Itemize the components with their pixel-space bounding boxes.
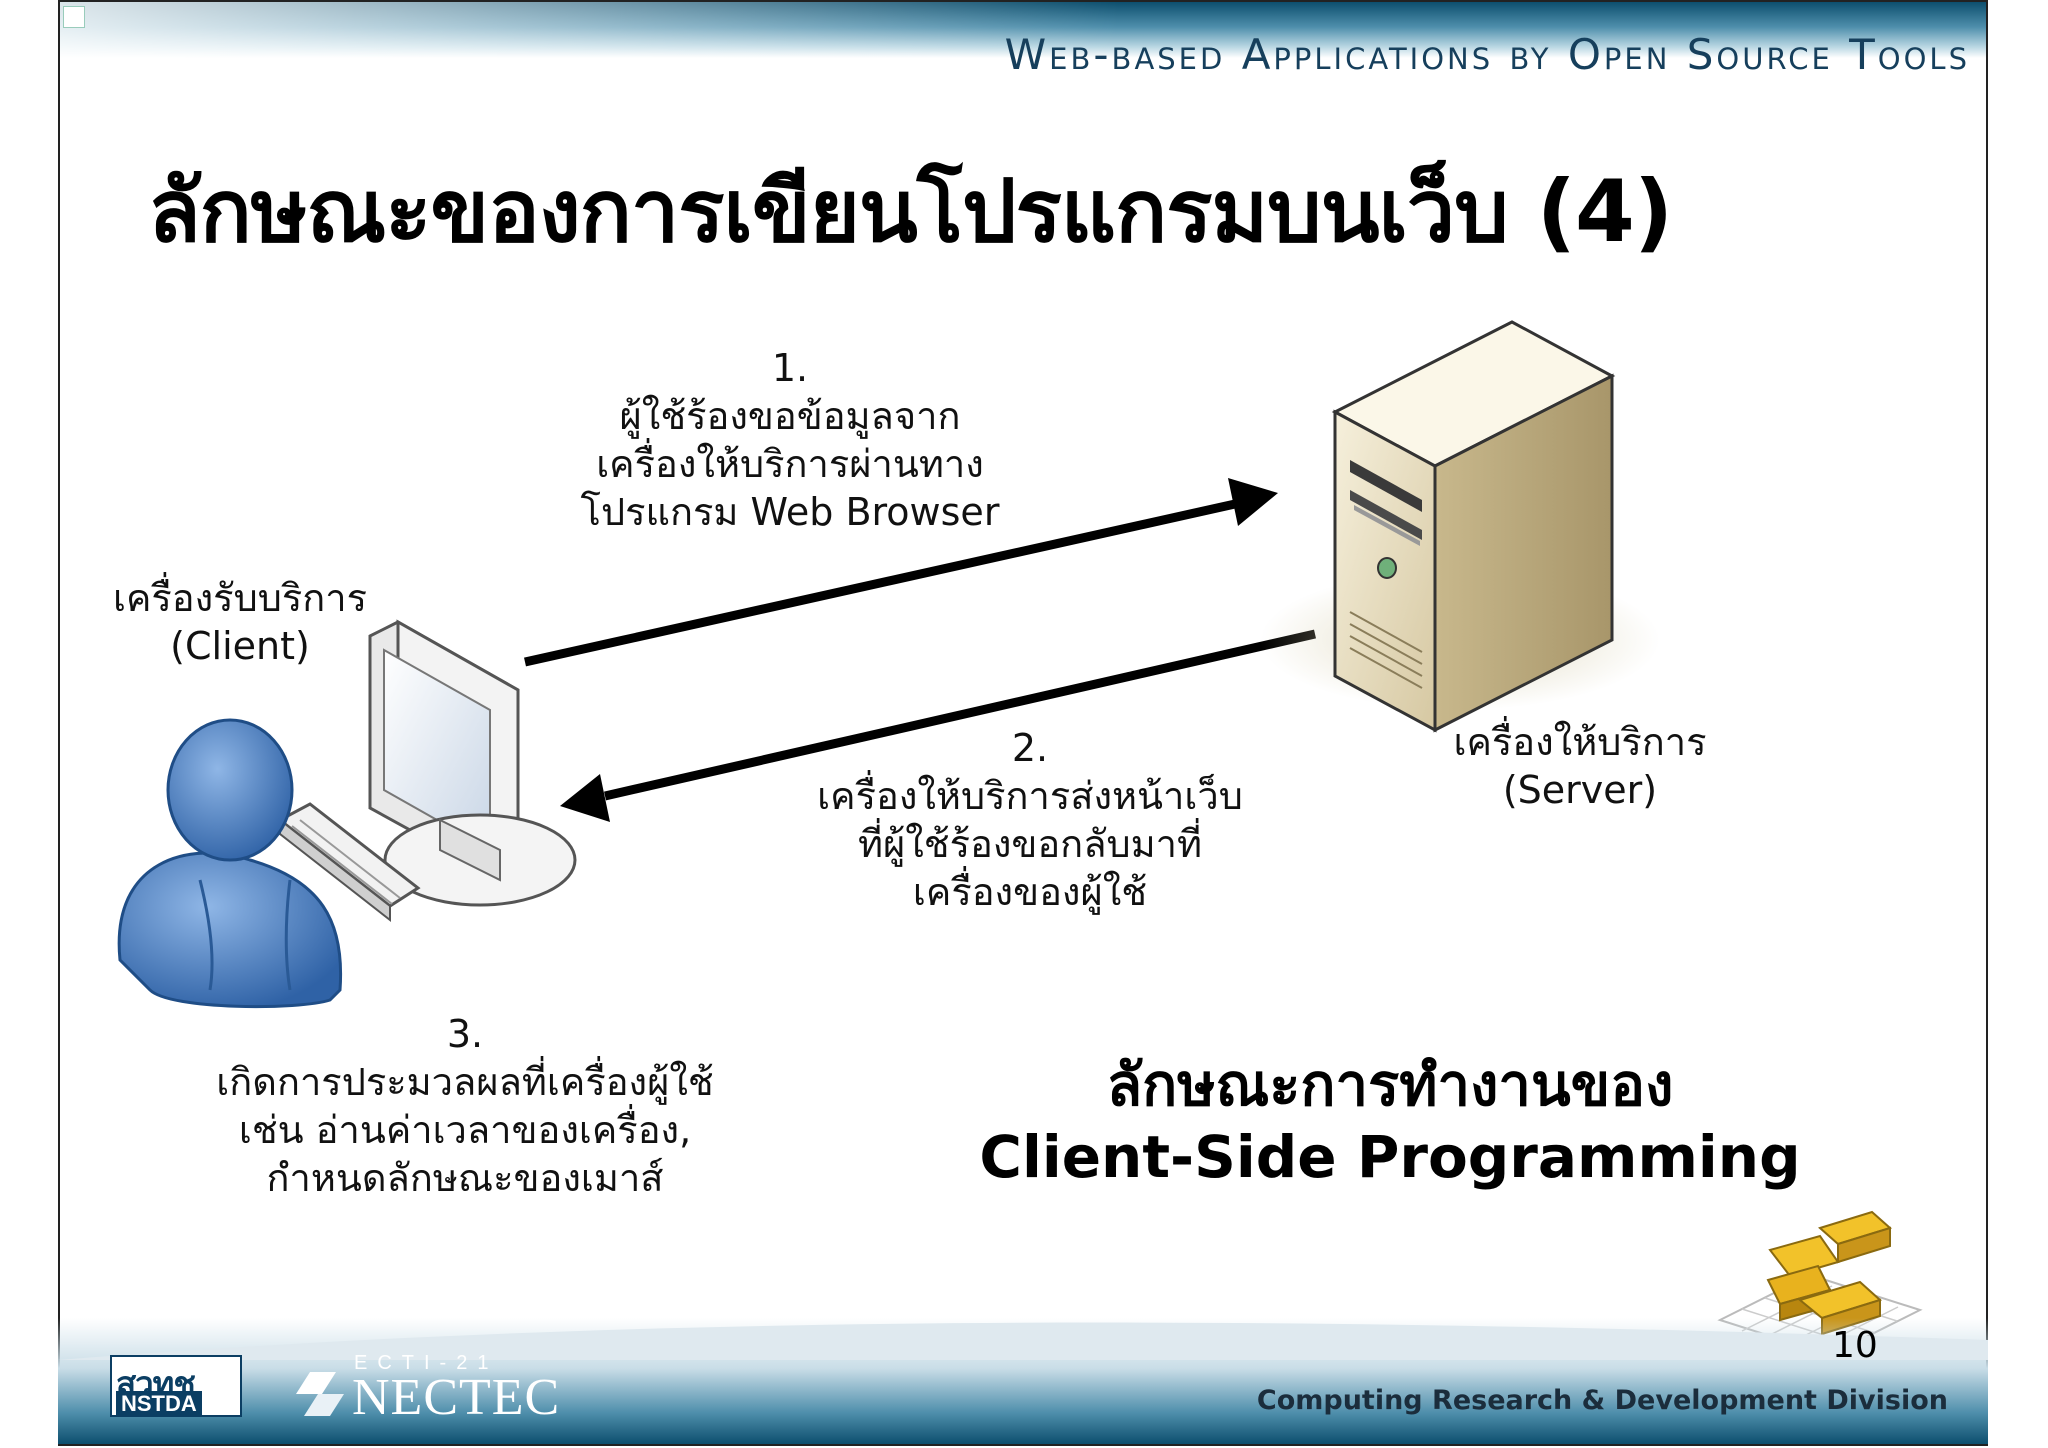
slide-frame — [58, 0, 1988, 1446]
caption-line-2: Client-Side Programming — [979, 1123, 1801, 1191]
client-label-th: เครื่องรับบริการ — [112, 576, 367, 620]
server-label-en: (Server) — [1502, 768, 1658, 812]
client-label: เครื่องรับบริการ (Client) — [100, 574, 380, 670]
step-1-line-1: ผู้ใช้ร้องขอข้อมูลจาก — [619, 394, 961, 438]
step-1-text: 1. ผู้ใช้ร้องขอข้อมูลจาก เครื่องให้บริกา… — [540, 344, 1040, 536]
request-arrow — [524, 478, 1278, 667]
monitor-icon — [368, 619, 577, 907]
caption-line-1: ลักษณะการทำงานของ — [1106, 1051, 1674, 1119]
step-3-text: 3. เกิดการประมวลผลที่เครื่องผู้ใช้ เช่น … — [170, 1010, 760, 1202]
nectec-emblem-icon — [296, 1372, 344, 1416]
server-icon — [1260, 320, 1660, 733]
corner-marker — [63, 6, 85, 28]
step-2-text: 2. เครื่องให้บริการส่งหน้าเว็บ ที่ผู้ใช้… — [780, 724, 1280, 916]
step-3-line-1: เกิดการประมวลผลที่เครื่องผู้ใช้ — [216, 1060, 714, 1104]
client-label-en: (Client) — [170, 624, 310, 668]
user-icon — [117, 718, 343, 1009]
footer-wave — [58, 1322, 1988, 1360]
division-name: Computing Research & Development Divisio… — [1256, 1385, 1948, 1416]
nectec-logo: ECTI-21 NECTEC — [292, 1352, 562, 1426]
slide-title: ลักษณะของการเขียนโปรแกรมบนเว็บ (4) — [148, 162, 1673, 262]
step-2-line-1: เครื่องให้บริการส่งหน้าเว็บ — [817, 774, 1243, 818]
step-1-number: 1. — [771, 346, 809, 390]
nectec-logo-top: ECTI-21 — [354, 1352, 499, 1374]
nstda-logo-bottom: NSTDA — [116, 1391, 202, 1417]
server-label: เครื่องให้บริการ (Server) — [1420, 718, 1740, 814]
server-label-th: เครื่องให้บริการ — [1453, 720, 1707, 764]
header-fade — [60, 2, 1986, 122]
step-2-number: 2. — [1011, 726, 1049, 770]
response-arrow — [560, 629, 1317, 822]
step-2-line-2: ที่ผู้ใช้ร้องขอกลับมาที่ — [857, 822, 1203, 866]
step-3-line-2: เช่น อ่านค่าเวลาของเครื่อง, — [238, 1108, 692, 1152]
page-number: 10 — [1832, 1325, 1878, 1366]
nectec-logo-main: NECTEC — [352, 1369, 561, 1426]
series-title: Web-based Applications by Open Source To… — [1004, 30, 1970, 79]
step-3-number: 3. — [446, 1012, 484, 1056]
step-1-line-3: โปรแกรม Web Browser — [580, 490, 1000, 534]
nstda-logo: สวทช NSTDA — [110, 1355, 242, 1417]
keyboard-icon — [277, 802, 421, 923]
step-1-line-2: เครื่องให้บริการผ่านทาง — [596, 442, 984, 486]
step-3-line-3: กำหนดลักษณะของเมาส์ — [266, 1156, 664, 1200]
step-2-line-3: เครื่องของผู้ใช้ — [912, 870, 1148, 914]
